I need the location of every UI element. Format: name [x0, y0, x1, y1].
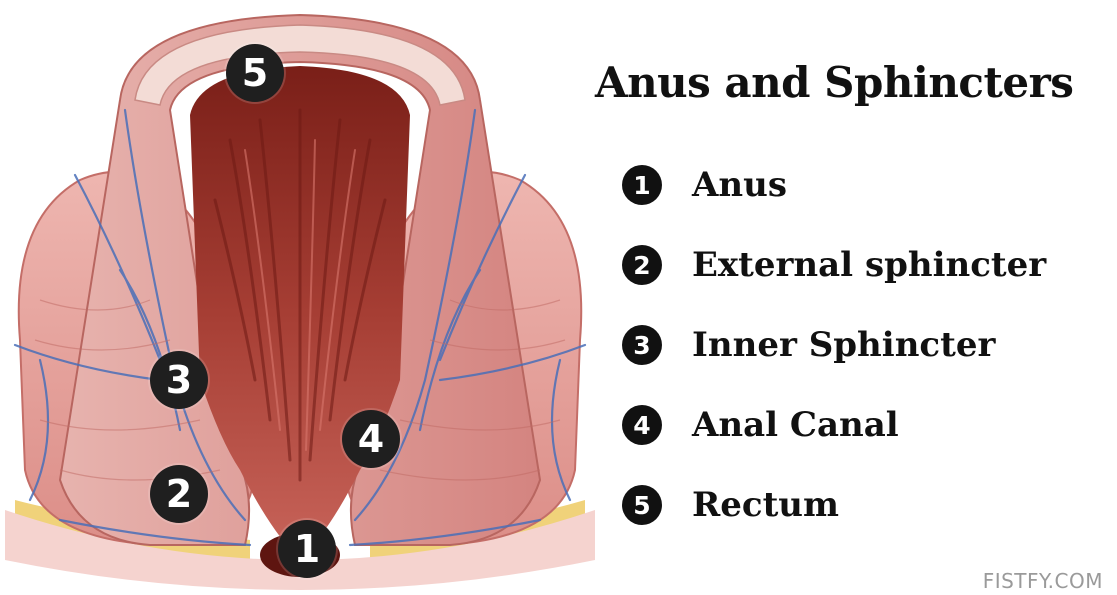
legend-label: Anal Canal: [692, 405, 899, 445]
legend-label: Anus: [692, 165, 787, 205]
legend-number: 3: [622, 325, 662, 365]
legend-label: External sphincter: [692, 245, 1046, 285]
marker-1: 1: [278, 520, 336, 578]
marker-5: 5: [226, 44, 284, 102]
marker-3: 3: [150, 351, 208, 409]
legend-label: Inner Sphincter: [692, 325, 995, 365]
legend-number: 4: [622, 405, 662, 445]
legend-item-inner-sphincter: 3 Inner Sphincter: [622, 305, 1046, 385]
legend-number: 2: [622, 245, 662, 285]
legend-label: Rectum: [692, 485, 839, 525]
marker-2: 2: [150, 465, 208, 523]
anatomy-illustration: [0, 0, 600, 595]
legend-number: 5: [622, 485, 662, 525]
marker-4: 4: [342, 410, 400, 468]
watermark: FISTFY.COM: [983, 569, 1103, 593]
legend-item-external-sphincter: 2 External sphincter: [622, 225, 1046, 305]
legend-item-anal-canal: 4 Anal Canal: [622, 385, 1046, 465]
legend-item-rectum: 5 Rectum: [622, 465, 1046, 545]
diagram-title: Anus and Sphincters: [595, 58, 1073, 107]
legend: 1 Anus 2 External sphincter 3 Inner Sphi…: [622, 145, 1046, 545]
legend-item-anus: 1 Anus: [622, 145, 1046, 225]
legend-number: 1: [622, 165, 662, 205]
